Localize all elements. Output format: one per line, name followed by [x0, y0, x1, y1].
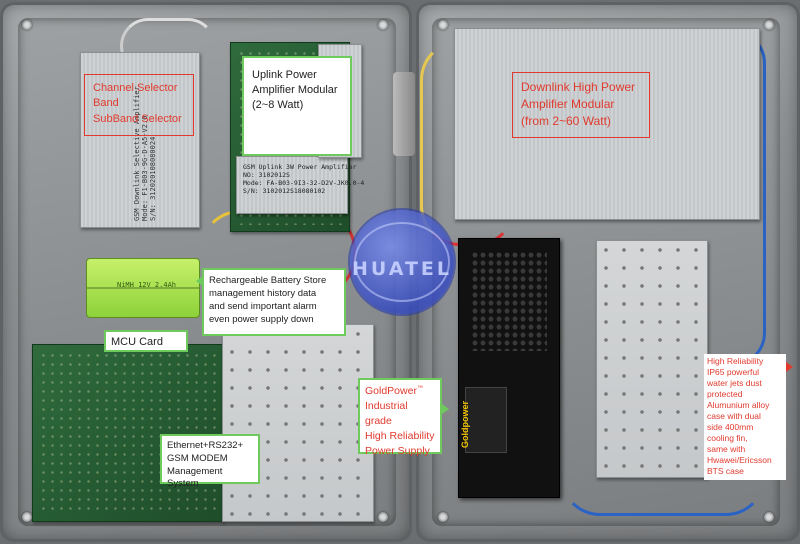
plate-label: GSM Uplink 3W Power Amplifier NO: 310201… [243, 163, 365, 195]
callout-battery: Rechargeable Battery Store management hi… [202, 268, 346, 336]
screw [764, 512, 774, 522]
screw [764, 20, 774, 30]
callout-channel-selector: Channel Selector Band SubBand Selector [84, 74, 194, 136]
screw [378, 20, 388, 30]
callout-mcu-card: MCU Card [104, 330, 188, 352]
screw [438, 512, 448, 522]
arrow-icon [196, 276, 203, 286]
battery-print: NiMH 12V 2.4Ah [117, 281, 177, 289]
callout-enclosure: High Reliability IP65 powerful water jet… [704, 354, 786, 480]
callout-ethernet: Ethernet+RS232+ GSM MODEM Management Sys… [160, 434, 260, 489]
uplink-pa-module: GSM Uplink 3W Power Amplifier NO: 310201… [236, 156, 364, 214]
arrow-icon [786, 362, 793, 372]
psu-brand-label: Goldpower [460, 387, 507, 453]
callout-downlink-pa: Downlink High Power Amplifier Modular (f… [512, 72, 650, 138]
cavity-filter-left [222, 324, 374, 522]
blue-coax [700, 30, 766, 366]
screw [22, 512, 32, 522]
mcu-board [32, 344, 224, 522]
blue-coax [560, 250, 766, 516]
goldpower-psu: Goldpower [458, 238, 560, 498]
huatel-logo-text: HUATEL [351, 258, 453, 280]
huatel-logo-globe [350, 210, 454, 314]
screw [22, 20, 32, 30]
screw [378, 512, 388, 522]
cable-gland-column [393, 72, 415, 156]
callout-goldpower: GoldPower™ Industrial grade High Reliabi… [358, 378, 442, 457]
downlink-pa-heatsink [454, 28, 760, 220]
psu-vent-mesh [471, 251, 547, 351]
cavity-filter-right [596, 240, 708, 478]
screw [438, 20, 448, 30]
arrow-icon [442, 404, 449, 414]
callout-uplink-pa: Uplink Power Amplifier Modular (2~8 Watt… [242, 56, 352, 156]
battery-pack: NiMH 12V 2.4Ah [86, 258, 200, 318]
downlink-selective-amplifier: GSM Downlink Selective Amplifier Mode: F… [80, 52, 200, 228]
coax-cable [120, 18, 216, 74]
